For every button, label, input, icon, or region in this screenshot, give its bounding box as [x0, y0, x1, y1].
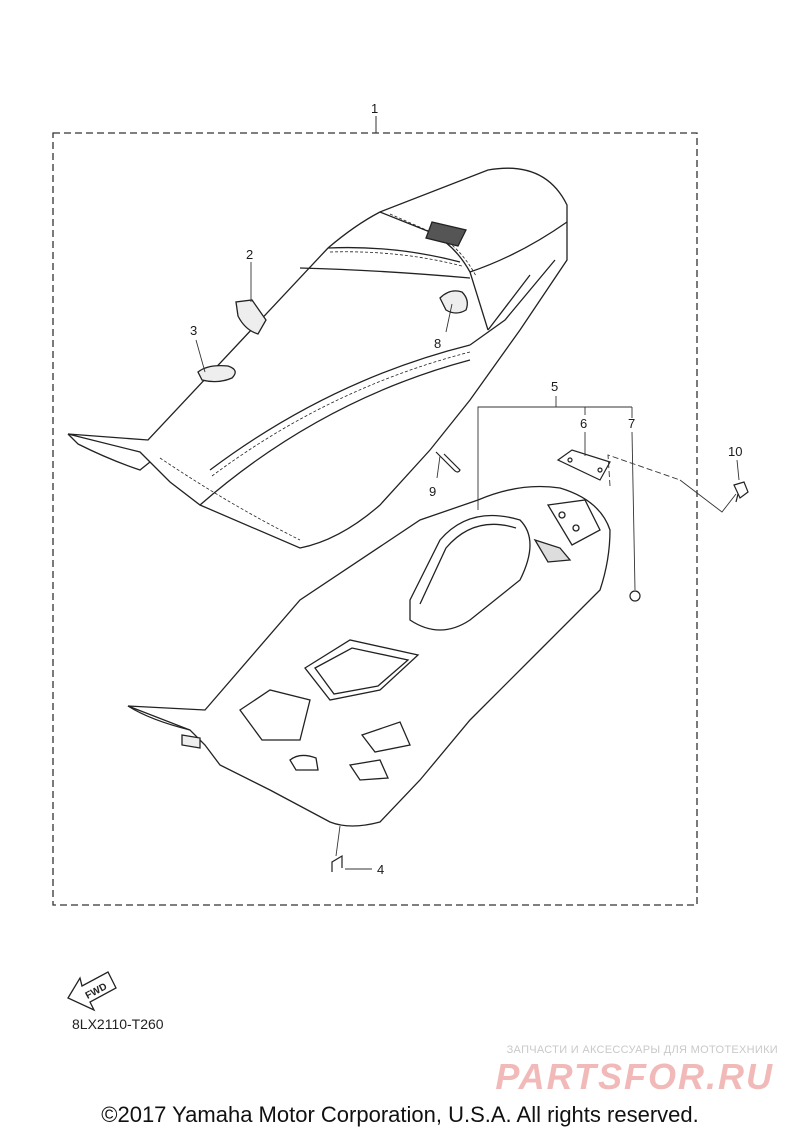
seat-top [67, 167, 568, 549]
callout-7: 7 [628, 416, 635, 431]
callout-9: 9 [429, 484, 436, 499]
callout-6: 6 [580, 416, 587, 431]
seat-base [127, 485, 611, 827]
diagram-code: 8LX2110-T260 [72, 1016, 164, 1032]
plate-6 [556, 449, 611, 481]
clip-4 [331, 854, 343, 872]
callout-4: 4 [377, 862, 384, 877]
watermark-tagline: ЗАПЧАСТИ И АКСЕССУАРЫ ДЛЯ МОТОТЕХНИКИ [506, 1044, 778, 1056]
leader-lines [195, 262, 740, 870]
watermark-logo: PARTSFOR.RU [495, 1056, 774, 1097]
grommet-7 [629, 590, 641, 602]
callout-2: 2 [246, 247, 253, 262]
callout-3: 3 [190, 323, 197, 338]
fwd-arrow-icon: FWD [67, 971, 117, 1012]
copyright-notice: ©2017 Yamaha Motor Corporation, U.S.A. A… [101, 1102, 699, 1127]
screw-10 [733, 481, 749, 503]
callout-10: 10 [728, 444, 742, 459]
callout-8: 8 [434, 336, 441, 351]
assembly-group-box [52, 132, 698, 906]
callout-1: 1 [371, 101, 378, 116]
callout-5: 5 [551, 379, 558, 394]
clip-pin-9 [435, 451, 461, 473]
